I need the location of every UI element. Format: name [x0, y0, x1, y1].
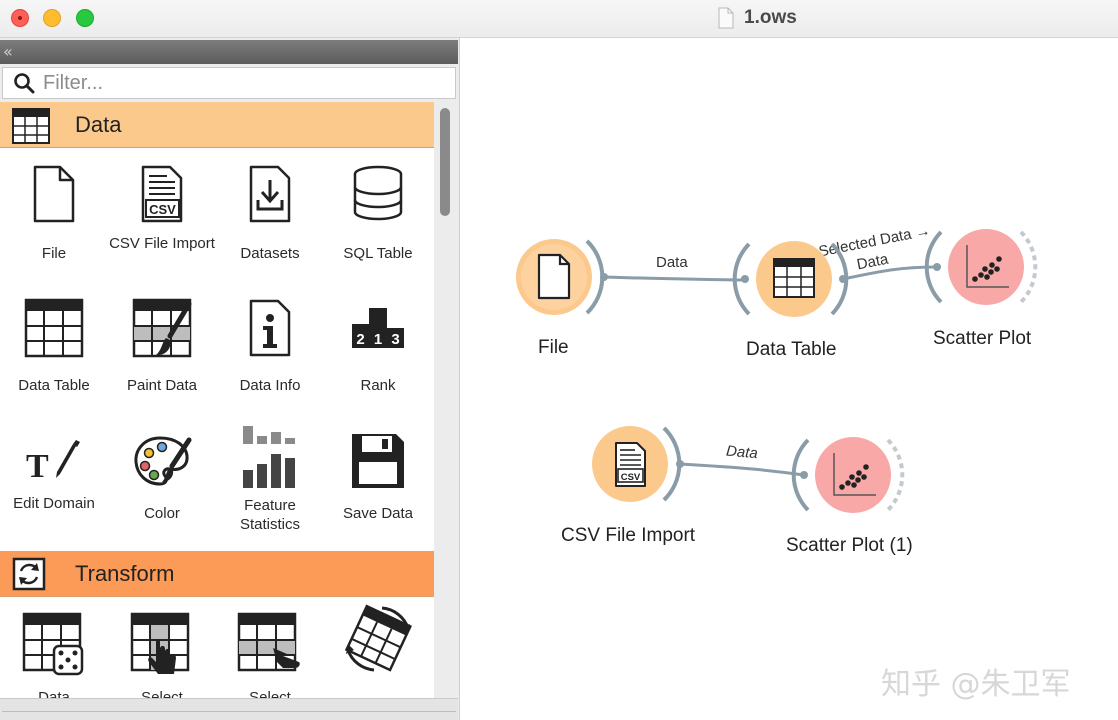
widget-edit-domain[interactable]: T Edit Domain: [0, 432, 108, 513]
widget-select-columns[interactable]: Select: [108, 612, 216, 698]
widget-select-rows[interactable]: Select: [216, 612, 324, 698]
widget-label: Rank: [360, 377, 396, 394]
select-rows-icon: [237, 612, 300, 672]
window-title-bar: 1.ows: [0, 0, 1118, 38]
widget-label: Datasets: [240, 245, 300, 262]
table-icon: [24, 298, 84, 358]
document-icon: [718, 7, 734, 29]
widget-label: Feature Statistics: [239, 497, 300, 533]
widget-label: SQL Table: [343, 245, 413, 262]
widget-file[interactable]: File: [0, 164, 108, 263]
svg-text:2: 2: [356, 331, 364, 348]
data-sampler-icon: [22, 612, 84, 676]
widget-feature-statistics[interactable]: Feature Statistics: [216, 424, 324, 534]
feature-statistics-icon: [243, 426, 295, 488]
rank-podium-icon: 2 1 3: [352, 308, 404, 348]
widget-data-sampler[interactable]: Data: [0, 612, 108, 698]
filter-box[interactable]: [2, 67, 456, 99]
edit-domain-icon: T: [26, 440, 80, 485]
widget-paint-data[interactable]: Paint Data: [108, 298, 216, 395]
widget-rank[interactable]: 2 1 3 Rank: [324, 298, 432, 395]
table-icon: [773, 258, 815, 298]
minimize-window-button[interactable]: [43, 9, 61, 27]
info-icon: [249, 299, 291, 357]
node-scatter-plot[interactable]: [924, 229, 1038, 305]
close-window-button[interactable]: [11, 9, 29, 27]
widget-label: Color: [144, 505, 180, 522]
widget-label: Data Table: [18, 377, 90, 394]
toolbox-scrollbar[interactable]: [438, 104, 452, 700]
toolbox-collapse-bar[interactable]: «: [0, 40, 458, 64]
csv-file-icon: CSV: [615, 442, 646, 487]
zoom-window-button[interactable]: [76, 9, 94, 27]
file-icon: [537, 253, 571, 300]
category-transform-label: Transform: [75, 561, 175, 586]
category-data-label: Data: [75, 112, 122, 137]
widget-sql-table[interactable]: SQL Table: [324, 164, 432, 263]
node-file[interactable]: [516, 239, 608, 315]
window-title: 1.ows: [718, 6, 797, 30]
svg-text:T: T: [26, 448, 49, 485]
node-csv-file-import[interactable]: CSV: [592, 426, 684, 502]
widget-label: Select: [141, 689, 183, 698]
transpose-icon: [344, 604, 412, 672]
scatter-plot-icon: [966, 245, 1009, 288]
link-label: Data: [855, 251, 890, 274]
node-label-data-table: Data Table: [746, 339, 837, 360]
node-scatter-plot-1[interactable]: [791, 437, 905, 513]
widget-label: Save Data: [342, 505, 414, 522]
svg-text:CSV: CSV: [621, 472, 641, 483]
widget-save-data[interactable]: Save Data: [324, 432, 432, 523]
node-label-scatter-plot-1: Scatter Plot (1): [786, 535, 913, 556]
select-columns-icon: [130, 612, 190, 674]
csv-file-icon: CSV: [141, 165, 183, 223]
widget-csv-file-import[interactable]: CSV CSV File Import: [108, 164, 216, 253]
widget-label: Edit Domain: [13, 495, 95, 512]
scrollbar-thumb[interactable]: [440, 108, 450, 216]
widget-color[interactable]: Color: [108, 432, 216, 523]
filter-input[interactable]: [43, 71, 423, 95]
svg-text:1: 1: [374, 331, 382, 348]
widget-toolbox: Data File CSV CSV File Import: [0, 102, 434, 698]
link-file-to-data-table[interactable]: [604, 275, 745, 282]
svg-text:CSV: CSV: [149, 202, 176, 217]
node-data-table[interactable]: [732, 241, 849, 317]
link-label: Data: [656, 254, 688, 271]
floppy-disk-icon: [352, 434, 404, 488]
toolbox-bottom-strip: [0, 698, 458, 720]
watermark: 知乎 @朱卫军: [881, 667, 1071, 702]
category-data[interactable]: Data: [0, 102, 434, 148]
widget-label: Select: [249, 689, 291, 698]
widget-label: File: [41, 245, 67, 262]
table-icon: [12, 108, 50, 144]
widget-label: Data Info: [239, 377, 301, 394]
file-icon: [33, 165, 75, 223]
window-title-text: 1.ows: [744, 7, 797, 28]
widget-data-table[interactable]: Data Table: [0, 298, 108, 395]
link-label: Data: [725, 443, 758, 463]
category-transform[interactable]: Transform: [0, 551, 434, 597]
palette-icon: [134, 436, 192, 486]
widget-transpose[interactable]: [324, 602, 432, 680]
widget-data-info[interactable]: Data Info: [216, 298, 324, 395]
node-label-scatter-plot: Scatter Plot: [933, 328, 1032, 349]
double-chevron-left-icon[interactable]: «: [3, 42, 13, 61]
database-icon: [353, 165, 403, 221]
widget-toolbox-panel: « Data File: [0, 38, 460, 720]
search-icon: [14, 73, 35, 94]
workflow-links: Data Selected Data → Data Data: [516, 222, 1038, 513]
link-csv-to-scatter-plot-1[interactable]: [679, 462, 805, 477]
datasets-icon: [249, 165, 291, 223]
node-label-csv-file-import: CSV File Import: [561, 525, 696, 546]
widget-label: Paint Data: [126, 377, 198, 394]
paint-data-icon: [132, 298, 192, 358]
widget-datasets[interactable]: Datasets: [216, 164, 324, 263]
widget-label: CSV File Import: [109, 235, 215, 252]
workflow-canvas[interactable]: Data Selected Data → Data Data: [461, 39, 1118, 720]
widget-label: Data: [38, 689, 70, 698]
svg-text:3: 3: [391, 331, 399, 348]
scatter-plot-icon: [833, 453, 876, 496]
transform-icon: [12, 557, 46, 591]
node-label-file: File: [538, 337, 569, 358]
